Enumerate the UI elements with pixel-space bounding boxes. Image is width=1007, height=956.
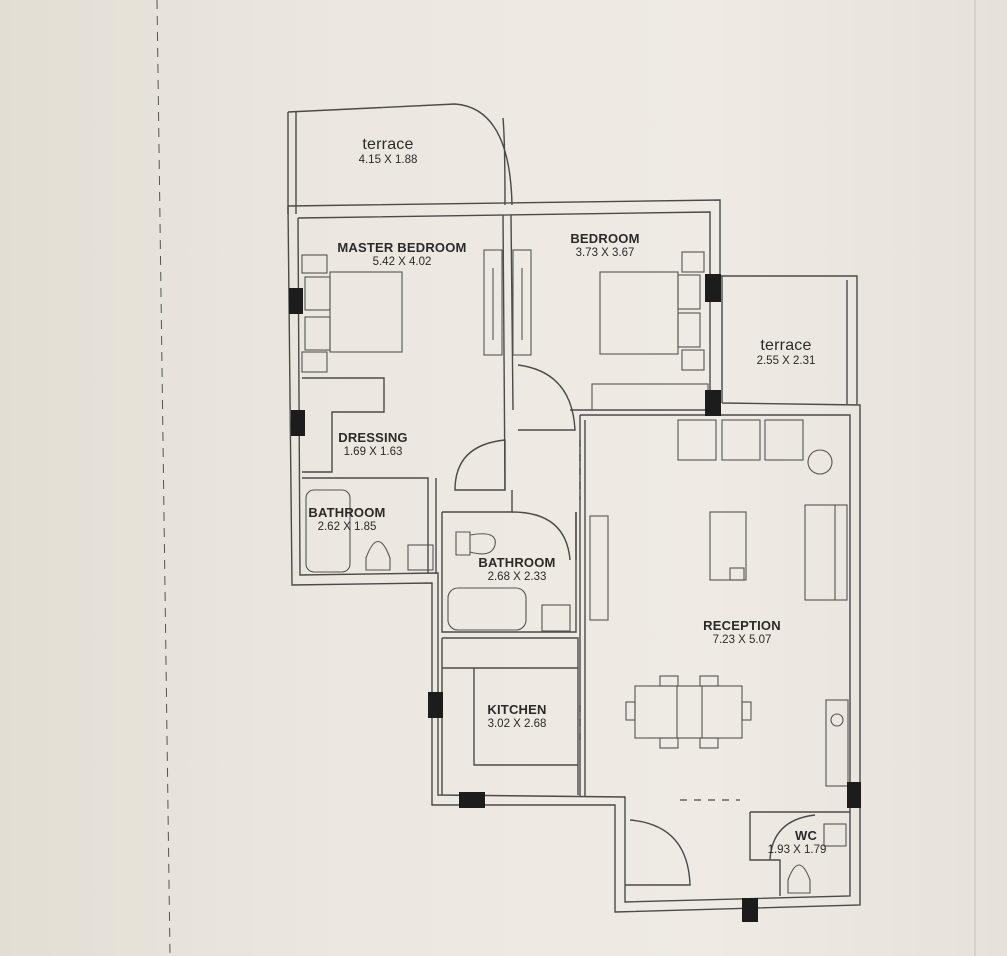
reception-sofa — [804, 504, 848, 601]
inner-outer-wall — [297, 211, 851, 903]
master-nightstand-1 — [301, 254, 328, 274]
bath-master-wall — [302, 477, 429, 573]
room-name: BATHROOM — [308, 505, 386, 520]
room-dims: 5.42 X 4.02 — [372, 255, 432, 268]
corridor-door-2 — [517, 364, 576, 431]
center-sink — [541, 604, 571, 632]
room-name: MASTER BEDROOM — [337, 240, 467, 255]
room-name: RECEPTION — [703, 618, 781, 633]
reception-chair-3 — [764, 419, 804, 461]
dining-chair-1 — [659, 675, 679, 687]
master-sink — [407, 544, 434, 571]
wc-toilet — [787, 864, 811, 894]
room-dims: 3.02 X 2.68 — [487, 717, 547, 730]
room-dressing: DRESSING 1.69 X 1.63 — [323, 430, 423, 459]
bath-center-door — [511, 511, 571, 561]
bedroom-wardrobe — [512, 249, 532, 356]
dressing-wall — [302, 377, 385, 473]
dining-chair-3 — [659, 737, 679, 749]
master-bed-pillow-1 — [304, 276, 331, 311]
dining-chair-5 — [625, 701, 636, 721]
room-terrace-top: terrace 4.15 X 1.88 — [338, 136, 438, 168]
dining-chair-6 — [741, 701, 752, 721]
room-name: terrace — [362, 136, 414, 153]
room-dims: 1.93 X 1.79 — [767, 843, 827, 856]
wall-mb-bed-2 — [510, 214, 514, 411]
reception-chair-small — [729, 567, 745, 581]
entry-door — [625, 819, 691, 886]
column-7 — [847, 782, 861, 808]
room-dims: 3.73 X 3.67 — [575, 246, 635, 259]
wc-sink — [823, 823, 847, 847]
room-dims: 2.68 X 2.33 — [487, 570, 547, 583]
reception-cabinet-knob — [830, 713, 844, 727]
reception-tv-unit — [589, 515, 609, 621]
master-bathtub — [305, 489, 351, 573]
room-master-bedroom: MASTER BEDROOM 5.42 X 4.02 — [322, 240, 482, 269]
master-bed-pillow-2 — [304, 316, 331, 351]
column-3 — [705, 274, 721, 302]
dining-chair-2 — [699, 675, 719, 687]
corridor-door — [454, 439, 506, 491]
room-terrace-right: terrace 2.55 X 2.31 — [736, 337, 836, 369]
bedroom-desk — [591, 383, 709, 411]
kitchen-counter — [442, 667, 578, 766]
room-name: DRESSING — [338, 430, 408, 445]
column-1 — [289, 288, 303, 314]
dining-table — [634, 685, 743, 739]
bedroom-nightstand-1 — [681, 251, 705, 273]
bedroom-nightstand-2 — [681, 349, 705, 371]
bedroom-bed — [599, 271, 679, 355]
wc-wall — [749, 811, 850, 896]
room-wc: WC 1.93 X 1.79 — [757, 828, 837, 857]
room-dims: 2.62 X 1.85 — [317, 520, 377, 533]
reception-chair-2 — [721, 419, 761, 461]
room-bathroom-master: BATHROOM 2.62 X 1.85 — [297, 505, 397, 534]
room-dims: 4.15 X 1.88 — [358, 154, 418, 167]
room-dims: 7.23 X 5.07 — [712, 633, 772, 646]
master-wardrobe — [483, 249, 503, 356]
room-name: KITCHEN — [487, 702, 547, 717]
reception-cabinet — [825, 699, 849, 787]
column-2 — [291, 410, 305, 436]
room-name: BATHROOM — [478, 555, 556, 570]
reception-chair-1 — [677, 419, 717, 461]
master-toilet — [365, 540, 391, 571]
column-5 — [428, 692, 443, 718]
bedroom-pillow-2 — [677, 312, 701, 348]
room-name: terrace — [760, 337, 812, 354]
room-name: BEDROOM — [570, 231, 640, 246]
reception-plant — [807, 449, 833, 475]
wc-door — [769, 814, 816, 861]
master-nightstand-2 — [301, 351, 328, 373]
center-bathtub — [447, 587, 527, 631]
column-8 — [742, 898, 758, 922]
terrace-top-outline — [287, 103, 513, 214]
room-dims: 1.69 X 1.63 — [343, 445, 403, 458]
bedroom-pillow-1 — [677, 274, 701, 310]
room-name: WC — [794, 828, 818, 843]
reception-desk — [709, 511, 747, 581]
dining-chair-4 — [699, 737, 719, 749]
master-bed — [329, 271, 403, 353]
center-toilet — [455, 531, 496, 556]
room-kitchen: KITCHEN 3.02 X 2.68 — [467, 702, 567, 731]
room-dims: 2.55 X 2.31 — [756, 355, 816, 368]
margin-line-left — [156, 0, 171, 956]
terrace-right-outline — [722, 275, 858, 404]
room-bathroom-center: BATHROOM 2.68 X 2.33 — [467, 555, 567, 584]
column-6 — [459, 792, 485, 808]
room-bedroom: BEDROOM 3.73 X 3.67 — [555, 231, 655, 260]
outer-wall — [287, 199, 861, 913]
room-reception: RECEPTION 7.23 X 5.07 — [692, 618, 792, 647]
column-4 — [705, 390, 721, 416]
